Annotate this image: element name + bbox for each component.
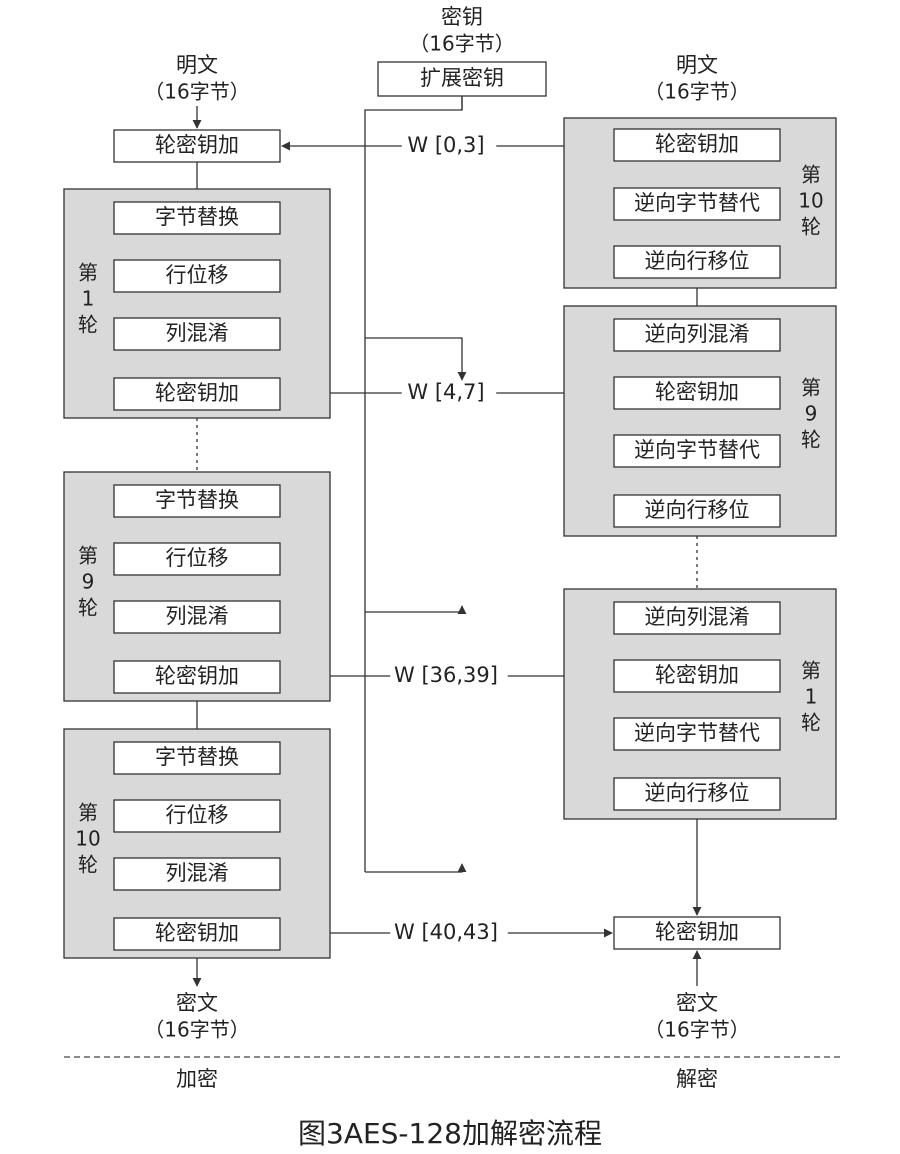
enc-plaintext-title: 明文	[176, 53, 218, 77]
enc-round-1-step-3	[113, 317, 281, 351]
enc-round-2-step-3	[113, 600, 281, 634]
enc-round-2-label-2: 轮	[78, 596, 98, 620]
round-key-word-1: W [0,3]	[407, 133, 484, 157]
dec-round-1-step-1-label: 轮密钥加	[655, 132, 739, 156]
dec-round-3-step-4	[613, 777, 781, 811]
dec-round-3-step-1-label: 逆向列混淆	[645, 605, 750, 629]
enc-round-2-step-4-label: 轮密钥加	[155, 664, 239, 688]
enc-round-3-step-3	[113, 857, 281, 891]
dec-round-3-label-2: 轮	[801, 711, 821, 735]
enc-round-2-step-1-label: 字节替换	[155, 488, 239, 512]
dec-round-2-label-0: 第	[801, 376, 821, 400]
dec-round-2-step-3-label: 逆向字节替代	[634, 438, 760, 462]
dec-round-3-label-0: 第	[801, 659, 821, 683]
enc-round-1-step-4-label: 轮密钥加	[155, 381, 239, 405]
enc-footer: 加密	[176, 1067, 218, 1091]
dec-round-1-step-3-label: 逆向行移位	[645, 249, 750, 273]
enc-round-1-step-2-label: 行位移	[166, 263, 229, 287]
round-key-word-2: W [4,7]	[407, 380, 484, 404]
enc-round-2-step-3-label: 列混淆	[166, 604, 229, 628]
enc-round-1-label-0: 第	[78, 261, 98, 285]
dec-round-3-step-4-label: 逆向行移位	[645, 781, 750, 805]
enc-round-3-step-2	[113, 799, 281, 833]
enc-round-2-step-4	[113, 660, 281, 694]
dec-ciphertext-title: 密文	[676, 991, 718, 1015]
key-schedule-line	[364, 96, 463, 872]
dec-round-3-step-3-label: 逆向字节替代	[634, 721, 760, 745]
dec-round-3-step-1	[613, 601, 781, 635]
dec-round-1-step-2	[613, 187, 781, 221]
key-expansion-box-label: 扩展密钥	[420, 66, 504, 90]
enc-round-3-label-1: 10	[75, 827, 100, 851]
enc-round-2-step-2	[113, 542, 281, 576]
enc-round-1-step-1-label: 字节替换	[155, 205, 239, 229]
dec-plaintext-title: 明文	[676, 53, 718, 77]
enc-round-3-step-2-label: 行位移	[166, 803, 229, 827]
dec-plaintext-size: （16字节）	[644, 80, 749, 104]
dec-ciphertext-size: （16字节）	[644, 1018, 749, 1042]
dec-round-2-step-2-label: 轮密钥加	[655, 380, 739, 404]
enc-ciphertext-title: 密文	[176, 991, 218, 1015]
enc-initial-addroundkey-label: 轮密钥加	[155, 133, 239, 157]
key-title: 密钥	[441, 5, 483, 29]
enc-round-2-label-0: 第	[78, 544, 98, 568]
dec-round-2-step-4	[613, 494, 781, 528]
key-branch-2	[365, 605, 467, 615]
dec-round-3-step-2-label: 轮密钥加	[655, 663, 739, 687]
enc-round-2-label-1: 9	[82, 570, 95, 594]
dec-round-2-step-2	[613, 376, 781, 410]
dec-round-3-step-2	[613, 659, 781, 693]
enc-round-1-label-2: 轮	[78, 313, 98, 337]
figure-caption: 图3AES-128加解密流程	[298, 1117, 602, 1150]
dec-round-2-step-3	[613, 434, 781, 468]
key-expansion-box	[377, 61, 547, 97]
dec-round-1-step-1	[613, 128, 781, 162]
aes-diagram: 密钥（16字节）扩展密钥明文（16字节）轮密钥加第1轮字节替换行位移列混淆轮密钥…	[63, 5, 842, 1091]
enc-round-3-step-4-label: 轮密钥加	[155, 921, 239, 945]
key-size: （16字节）	[409, 32, 514, 56]
enc-round-3-step-1-label: 字节替换	[155, 745, 239, 769]
dec-round-2-step-1-label: 逆向列混淆	[645, 322, 750, 346]
enc-round-1-step-1	[113, 201, 281, 235]
enc-round-1-step-4	[113, 377, 281, 411]
dec-round-2-label-2: 轮	[801, 428, 821, 452]
enc-round-2-step-1	[113, 484, 281, 518]
enc-round-3-step-4	[113, 917, 281, 951]
dec-round-2-step-4-label: 逆向行移位	[645, 498, 750, 522]
enc-initial-addroundkey	[113, 129, 281, 163]
enc-round-3-label-0: 第	[78, 801, 98, 825]
dec-round-1-label-1: 10	[798, 189, 823, 213]
enc-round-3-label-2: 轮	[78, 853, 98, 877]
dec-round-3-step-3	[613, 717, 781, 751]
dec-round-3-label-1: 1	[805, 685, 818, 709]
dec-round-2-label-1: 9	[805, 402, 818, 426]
enc-round-3-step-1	[113, 741, 281, 775]
enc-round-1-label-1: 1	[82, 287, 95, 311]
enc-round-1-step-2	[113, 259, 281, 293]
dec-footer: 解密	[676, 1067, 718, 1091]
dec-round-1-step-2-label: 逆向字节替代	[634, 191, 760, 215]
dec-final-addroundkey-label: 轮密钥加	[655, 920, 739, 944]
dec-round-1-step-3	[613, 245, 781, 279]
key-branch-1	[365, 337, 467, 381]
enc-round-2-step-2-label: 行位移	[166, 546, 229, 570]
round-key-word-4: W [40,43]	[394, 920, 498, 944]
dec-round-1-label-0: 第	[801, 163, 821, 187]
dec-final-addroundkey	[613, 916, 781, 950]
dec-round-2-step-1	[613, 318, 781, 352]
enc-round-1-step-3-label: 列混淆	[166, 321, 229, 345]
enc-ciphertext-size: （16字节）	[144, 1018, 249, 1042]
round-key-word-3: W [36,39]	[394, 663, 498, 687]
enc-round-3-step-3-label: 列混淆	[166, 861, 229, 885]
key-branch-3	[365, 863, 467, 873]
dec-round-1-label-2: 轮	[801, 215, 821, 239]
enc-plaintext-size: （16字节）	[144, 80, 249, 104]
